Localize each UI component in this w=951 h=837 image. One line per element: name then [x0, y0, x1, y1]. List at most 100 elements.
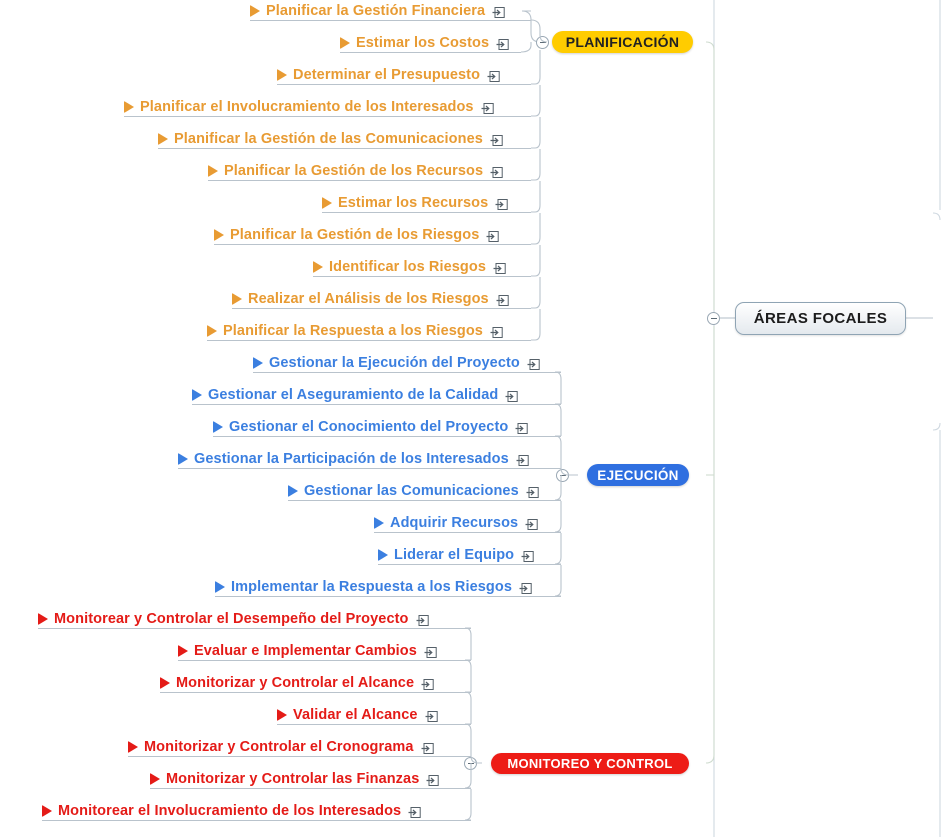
leaf-label: Validar el Alcance — [293, 707, 418, 723]
note-icon[interactable] — [496, 294, 509, 306]
note-icon[interactable] — [490, 326, 503, 338]
triangle-bullet-icon — [42, 805, 52, 817]
triangle-bullet-icon — [207, 325, 217, 337]
note-icon[interactable] — [526, 486, 539, 498]
triangle-bullet-icon — [160, 677, 170, 689]
note-icon[interactable] — [421, 742, 434, 754]
triangle-bullet-icon — [277, 709, 287, 721]
leaf-row[interactable]: Realizar el Análisis de los Riesgos — [232, 288, 509, 310]
triangle-bullet-icon — [250, 5, 260, 17]
branch-monitoreo-node[interactable]: MONITOREO Y CONTROL — [491, 753, 689, 774]
leaf-row[interactable]: Evaluar e Implementar Cambios — [178, 640, 437, 662]
note-icon[interactable] — [490, 166, 503, 178]
leaf-label: Gestionar la Participación de los Intere… — [194, 451, 509, 467]
branch-planificacion-node[interactable]: PLANIFICACIÓN — [552, 31, 693, 53]
leaf-label: Estimar los Costos — [356, 35, 490, 51]
leaf-row[interactable]: Planificar la Respuesta a los Riesgos — [207, 320, 503, 342]
note-icon[interactable] — [481, 102, 494, 114]
leaf-row[interactable]: Adquirir Recursos — [374, 512, 538, 534]
note-icon[interactable] — [426, 774, 440, 786]
branch-ejecucion-label: EJECUCIÓN — [597, 467, 679, 483]
leaf-label: Planificar la Respuesta a los Riesgos — [223, 323, 483, 339]
root-node[interactable]: ÁREAS FOCALES — [735, 302, 906, 335]
root-node-label: ÁREAS FOCALES — [753, 310, 888, 327]
leaf-row[interactable]: Planificar el Involucramiento de los Int… — [124, 96, 494, 118]
toggle-ejecucion[interactable] — [556, 469, 569, 482]
note-icon[interactable] — [521, 550, 534, 562]
leaf-row[interactable]: Planificar la Gestión de los Riesgos — [214, 224, 500, 246]
note-icon[interactable] — [421, 678, 434, 690]
triangle-bullet-icon — [374, 517, 384, 529]
leaf-label: Monitorear y Controlar el Desempeño del … — [54, 611, 409, 627]
note-icon[interactable] — [519, 582, 532, 594]
note-icon[interactable] — [424, 646, 437, 658]
leaf-row[interactable]: Gestionar el Aseguramiento de la Calidad — [192, 384, 519, 406]
leaf-label: Planificar la Gestión de los Riesgos — [230, 227, 480, 243]
note-icon[interactable] — [527, 358, 540, 370]
leaf-row[interactable]: Estimar los Costos — [340, 32, 509, 54]
leaf-row[interactable]: Determinar el Presupuesto — [277, 64, 500, 86]
leaf-label: Estimar los Recursos — [338, 195, 489, 211]
triangle-bullet-icon — [158, 133, 168, 145]
branch-monitoreo-label: MONITOREO Y CONTROL — [507, 756, 673, 771]
note-icon[interactable] — [515, 422, 529, 434]
leaf-row[interactable]: Planificar la Gestión de las Comunicacio… — [158, 128, 503, 150]
triangle-bullet-icon — [128, 741, 138, 753]
leaf-row[interactable]: Implementar la Respuesta a los Riesgos — [215, 576, 532, 598]
note-icon[interactable] — [505, 390, 519, 402]
leaf-label: Gestionar las Comunicaciones — [304, 483, 519, 499]
toggle-planificacion-collapse[interactable] — [536, 36, 549, 49]
leaf-label: Realizar el Análisis de los Riesgos — [248, 291, 489, 307]
triangle-bullet-icon — [340, 37, 350, 49]
triangle-bullet-icon — [378, 549, 388, 561]
leaf-row[interactable]: Monitorear el Involucramiento de los Int… — [42, 800, 421, 822]
leaf-row[interactable]: Validar el Alcance — [277, 704, 438, 726]
triangle-bullet-icon — [213, 421, 223, 433]
leaf-row[interactable]: Monitorizar y Controlar las Finanzas — [150, 768, 440, 790]
leaf-row[interactable]: Gestionar la Ejecución del Proyecto — [253, 352, 540, 374]
leaf-label: Planificar la Gestión de las Comunicacio… — [174, 131, 483, 147]
leaf-row[interactable]: Gestionar las Comunicaciones — [288, 480, 539, 502]
note-icon[interactable] — [525, 518, 538, 530]
note-icon[interactable] — [487, 70, 500, 82]
branch-planificacion-label: PLANIFICACIÓN — [565, 34, 680, 50]
triangle-bullet-icon — [288, 485, 298, 497]
triangle-bullet-icon — [178, 645, 188, 657]
toggle-root[interactable] — [707, 312, 720, 325]
leaf-row[interactable]: Planificar la Gestión Financiera — [250, 0, 505, 22]
note-icon[interactable] — [516, 454, 529, 466]
note-icon[interactable] — [493, 262, 506, 274]
note-icon[interactable] — [425, 710, 438, 722]
triangle-bullet-icon — [253, 357, 263, 369]
leaf-label: Gestionar el Conocimiento del Proyecto — [229, 419, 509, 435]
leaf-row[interactable]: Planificar la Gestión de los Recursos — [208, 160, 503, 182]
leaf-row[interactable]: Monitorear y Controlar el Desempeño del … — [38, 608, 429, 630]
leaf-row[interactable]: Monitorizar y Controlar el Cronograma — [128, 736, 434, 758]
leaf-label: Planificar la Gestión Financiera — [266, 3, 486, 19]
note-icon[interactable] — [486, 230, 500, 242]
leaf-row[interactable]: Monitorizar y Controlar el Alcance — [160, 672, 434, 694]
leaf-row[interactable]: Estimar los Recursos — [322, 192, 508, 214]
note-icon[interactable] — [408, 806, 421, 818]
note-icon[interactable] — [490, 134, 503, 146]
leaf-row[interactable]: Gestionar la Participación de los Intere… — [178, 448, 529, 470]
leaf-label: Monitorear el Involucramiento de los Int… — [58, 803, 402, 819]
triangle-bullet-icon — [214, 229, 224, 241]
leaf-label: Evaluar e Implementar Cambios — [194, 643, 417, 659]
leaf-label: Monitorizar y Controlar el Alcance — [176, 675, 415, 691]
triangle-bullet-icon — [208, 165, 218, 177]
note-icon[interactable] — [496, 38, 509, 50]
triangle-bullet-icon — [277, 69, 287, 81]
leaf-label: Planificar la Gestión de los Recursos — [224, 163, 484, 179]
leaf-label: Adquirir Recursos — [390, 515, 519, 531]
toggle-monitoreo[interactable] — [464, 757, 477, 770]
leaf-row[interactable]: Liderar el Equipo — [378, 544, 534, 566]
note-icon[interactable] — [492, 6, 505, 18]
branch-ejecucion-node[interactable]: EJECUCIÓN — [587, 464, 689, 486]
note-icon[interactable] — [495, 198, 508, 210]
leaf-row[interactable]: Gestionar el Conocimiento del Proyecto — [213, 416, 529, 438]
note-icon[interactable] — [416, 614, 429, 626]
leaf-row[interactable]: Identificar los Riesgos — [313, 256, 506, 278]
triangle-bullet-icon — [215, 581, 225, 593]
